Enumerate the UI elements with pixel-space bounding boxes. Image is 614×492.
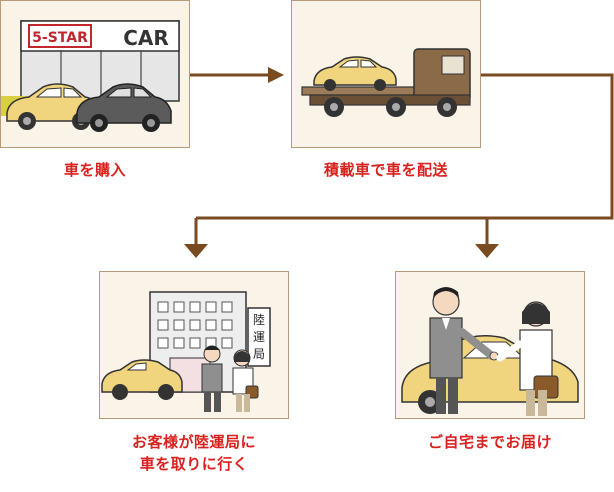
staff-person <box>201 345 223 412</box>
office-sign-char-1: 陸 <box>253 313 265 327</box>
step-transport-office-label-line-1: お客様が陸運局に <box>131 433 256 451</box>
office-sign-char-3: 局 <box>253 347 265 361</box>
step-transport-label: 積載車で車を配送 <box>323 161 448 179</box>
customer-person <box>496 301 559 416</box>
step-transport-office-illustration: 陸 運 局 <box>99 271 289 419</box>
gray-car <box>76 83 172 132</box>
yellow-car <box>101 359 183 400</box>
step-buy-car-label: 車を購入 <box>63 161 126 179</box>
office-sign-char-2: 運 <box>253 330 265 344</box>
step-transport-illustration <box>291 0 481 148</box>
car-carrier-truck <box>301 48 471 117</box>
step-buy-car-illustration: 5-STAR CAR <box>0 0 190 148</box>
step-transport-office-label: お客様が陸運局に 車を取りに行く <box>79 431 309 475</box>
step-transport-office-label-line-2: 車を取りに行く <box>139 455 249 473</box>
shop-brand-sign: 5-STAR <box>32 30 88 46</box>
loaded-yellow-car <box>313 56 397 91</box>
arrow-step2-branch <box>184 73 614 258</box>
step-home-delivery-label: ご自宅までお届け <box>427 433 552 451</box>
delivery-staff-person <box>429 287 499 414</box>
shop-car-sign: CAR <box>123 26 169 50</box>
arrow-step1-to-step2 <box>190 67 284 83</box>
step-home-delivery-illustration <box>395 271 585 419</box>
customer-person <box>232 349 259 412</box>
